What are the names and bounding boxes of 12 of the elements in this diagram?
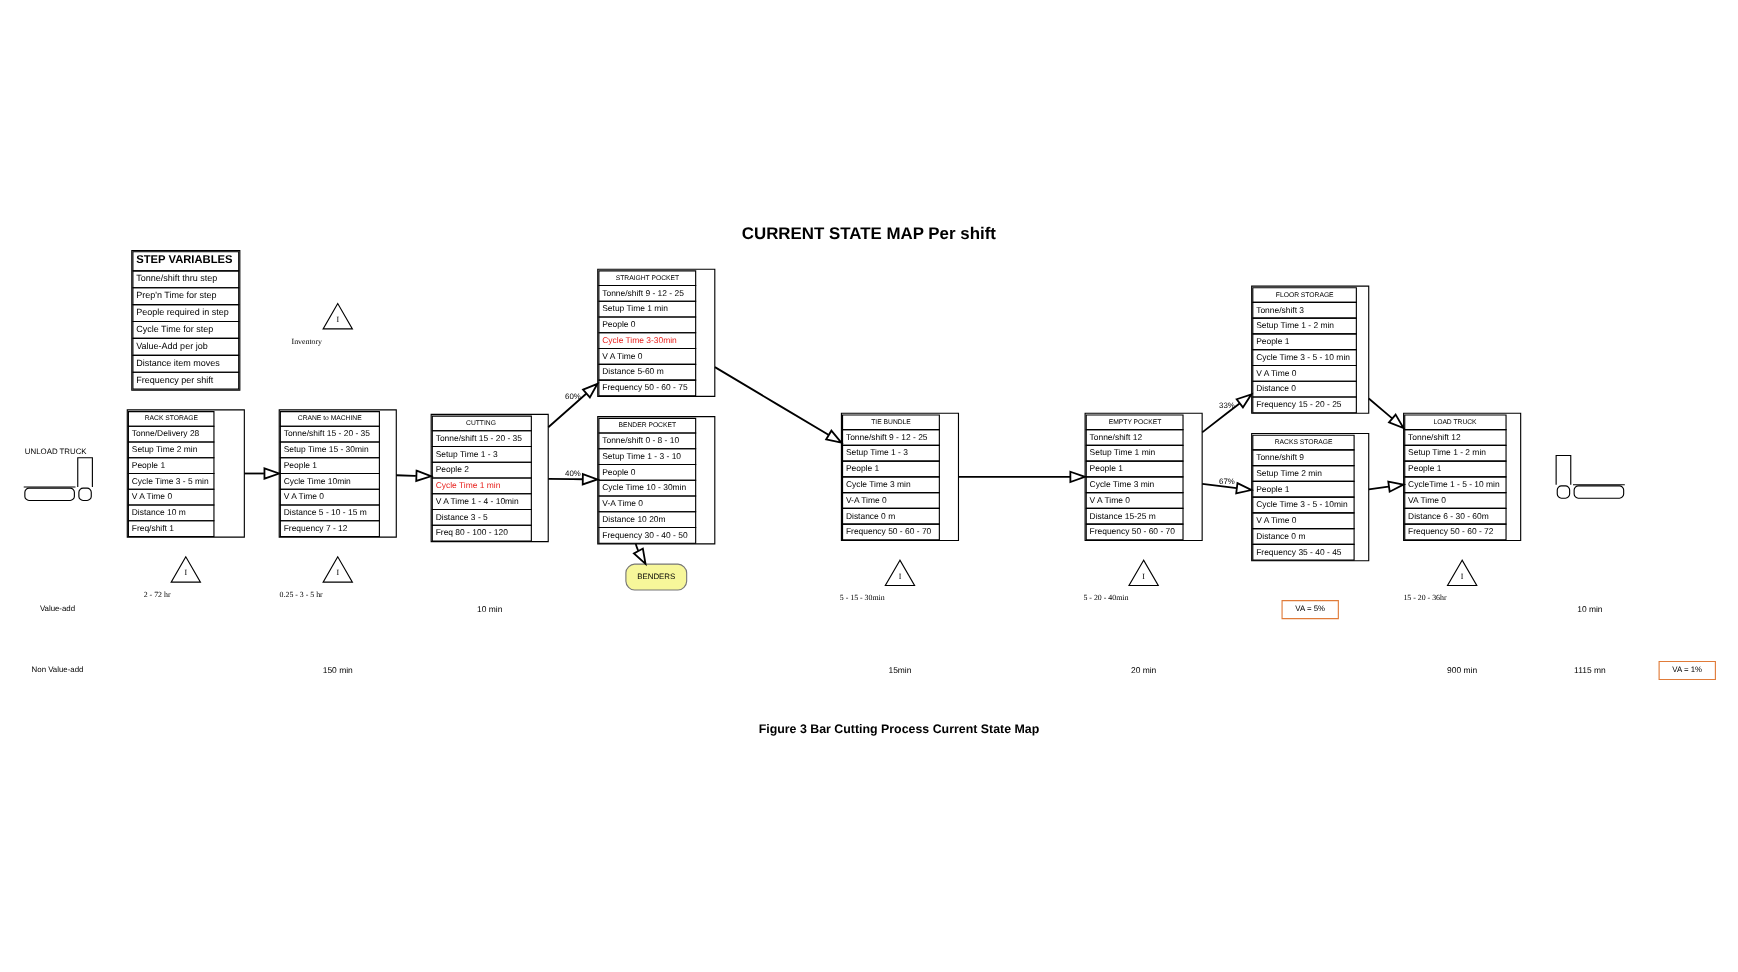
arrow [1367, 396, 1406, 429]
arrow [1367, 479, 1407, 493]
arrow [1201, 391, 1254, 433]
arrow [547, 471, 601, 485]
diagram-title: CURRENT STATE MAP Per shift [741, 222, 996, 243]
arrow [1201, 480, 1255, 494]
arrow [547, 381, 600, 428]
arrow [395, 468, 434, 482]
arrow [632, 542, 647, 566]
arrow [714, 365, 844, 443]
arrow [957, 469, 1088, 483]
arrow [243, 466, 282, 479]
